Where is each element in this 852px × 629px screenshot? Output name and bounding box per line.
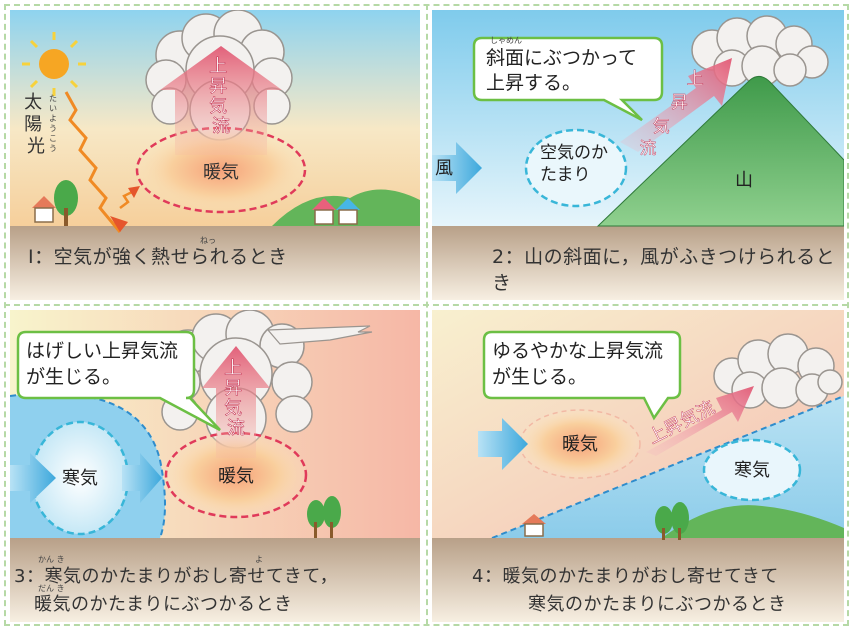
panel-3-caption-line2: 暖気のかたまりにぶつかるとき xyxy=(34,594,293,615)
house-icon xyxy=(312,198,336,225)
caption-ruby: ねっ xyxy=(200,236,216,245)
panel-4-caption-line2: 寒気のかたまりにぶつかるとき xyxy=(528,594,787,615)
house-icon xyxy=(32,196,56,223)
cold-air-label: 寒気 xyxy=(734,460,770,481)
callout-text: はげしい上昇気流が生じる。 xyxy=(26,340,179,388)
cold-air-label: 寒気 xyxy=(62,468,98,489)
panel-1-caption: Ⅰ：空気が強く熱せられるとき xyxy=(28,246,288,268)
house-icon xyxy=(336,198,360,225)
sunlight-ruby: たいようこう xyxy=(49,94,57,153)
panel-3-illustration: 上 昇 気 流 寒気 暖気 xyxy=(10,310,420,622)
mountain-label: 山 xyxy=(735,170,753,191)
divider-vertical xyxy=(426,4,428,625)
warm-air-label: 暖気 xyxy=(562,434,598,455)
tree-icon xyxy=(671,502,689,540)
warm-air-label: 暖気 xyxy=(218,466,254,487)
updraft-label: 上 昇 気 流 xyxy=(209,56,233,137)
panel-2-caption: 2：山の斜面に，風がふきつけられるとき xyxy=(492,246,836,294)
cloud xyxy=(691,15,829,87)
panel-3: 上 昇 気 流 寒気 暖気 はげしい上昇気流が生じる。 3：寒気のかたまりがおし… xyxy=(10,310,420,622)
callout-text: 斜面にぶつかって上昇する。 xyxy=(486,47,638,94)
panel-4-caption-line1: 4：暖気のかたまりがおし寄せてきて xyxy=(472,566,779,587)
panel-4-illustration: 上昇気流 暖気 寒気 xyxy=(432,310,844,622)
ruby-yo: よ xyxy=(255,555,263,564)
ruby-kanki: かん き xyxy=(38,555,65,564)
warm-air-label: 暖気 xyxy=(203,162,239,183)
frame xyxy=(4,4,849,626)
panel-3-caption-line1: 3：寒気のかたまりがおし寄せてきて， xyxy=(14,566,339,587)
tree-icon xyxy=(54,180,78,226)
updraft-label: 上 昇 気 流 xyxy=(224,358,248,439)
panel-2: 上 昇 気 流 風 山 空気のかたまり 斜面にぶつかって上昇する。 しゃめん 2… xyxy=(432,10,844,300)
callout-text: ゆるやかな上昇気流が生じる。 xyxy=(492,340,664,388)
panel-1: 上 昇 気 流 暖気 太 陽 光 たいようこう Ⅰ：空気が強く熱せられるとき ね… xyxy=(10,10,420,300)
wind-label: 風 xyxy=(435,158,453,179)
sun-icon xyxy=(22,32,86,96)
panel-4: 上昇気流 暖気 寒気 ゆるやかな上昇気流が生じる。 4：暖気のかたまりがおし寄せ… xyxy=(432,310,844,622)
ruby-danki: だん き xyxy=(38,584,65,593)
tree-icon xyxy=(307,500,325,538)
updraft-label: 上 昇 気 流 xyxy=(640,69,710,159)
callout-ruby: しゃめん xyxy=(490,36,522,45)
panel-2-illustration: 上 昇 気 流 風 山 xyxy=(432,10,844,300)
house-icon xyxy=(522,514,546,537)
sunlight-label: 太 陽 光 xyxy=(24,92,48,157)
panel-1-illustration: 上 昇 気 流 暖気 太 陽 光 xyxy=(10,10,420,300)
tree-icon xyxy=(655,506,673,540)
cloud xyxy=(713,333,843,409)
divider-horizontal xyxy=(4,304,848,306)
air-mass-label: 空気のかたまり xyxy=(540,143,608,185)
tree-icon xyxy=(323,496,341,538)
